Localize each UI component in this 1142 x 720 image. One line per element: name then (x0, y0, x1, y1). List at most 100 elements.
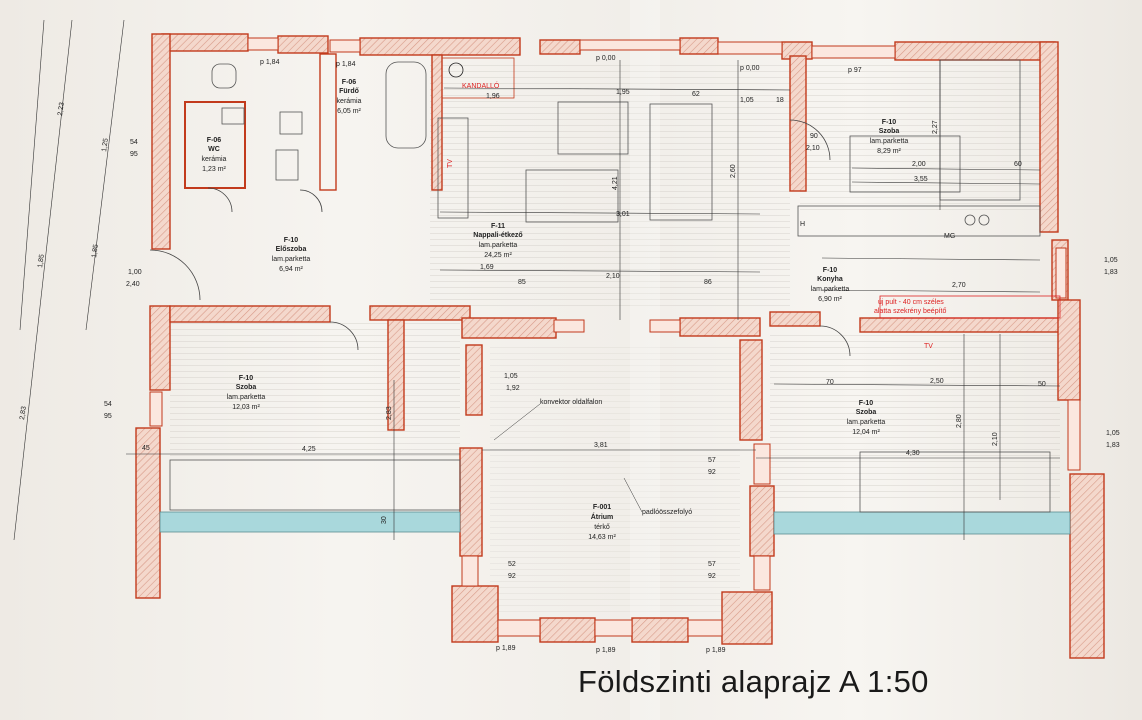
bed-area-w (169, 459, 461, 511)
svg-text:12,04 m²: 12,04 m² (852, 429, 880, 436)
room-label-szoba-e: F-10 Szoba lam.parketta 12,04 m² (847, 400, 886, 436)
svg-text:lam.parketta: lam.parketta (811, 286, 850, 293)
svg-text:p 0,00: p 0,00 (596, 55, 616, 62)
svg-text:2,10: 2,10 (806, 145, 820, 152)
fridge-label: H (800, 221, 805, 228)
convector-note: konvektor oldalfalon (540, 399, 602, 406)
svg-text:95: 95 (104, 413, 112, 420)
svg-text:1,05: 1,05 (740, 97, 754, 104)
svg-text:95: 95 (130, 151, 138, 158)
svg-text:2,60: 2,60 (730, 164, 737, 178)
svg-text:62: 62 (692, 91, 700, 98)
svg-text:1,95: 1,95 (616, 89, 630, 96)
svg-text:2,40: 2,40 (126, 281, 140, 288)
svg-text:4,21: 4,21 (612, 176, 619, 190)
svg-text:2,00: 2,00 (912, 161, 926, 168)
svg-text:1,69: 1,69 (480, 264, 494, 271)
fireplace-icon (441, 57, 515, 99)
wc-sink-icon (221, 107, 245, 125)
svg-text:92: 92 (508, 573, 516, 580)
svg-text:1,83: 1,83 (1104, 269, 1118, 276)
svg-text:Konyha: Konyha (817, 276, 843, 283)
svg-text:3,55: 3,55 (914, 176, 928, 183)
glass-strips (159, 511, 1071, 535)
svg-text:Átrium: Átrium (591, 512, 614, 521)
svg-text:1,85: 1,85 (91, 244, 100, 259)
svg-text:52: 52 (508, 561, 516, 568)
tv-label-living: TV (447, 159, 454, 168)
svg-text:2,10: 2,10 (606, 273, 620, 280)
svg-text:6,94 m²: 6,94 m² (279, 266, 303, 273)
room-label-wc: F-06 WC kerámia 1,23 m² (202, 137, 227, 173)
svg-text:2,83: 2,83 (386, 406, 393, 420)
svg-text:F-001: F-001 (593, 504, 611, 511)
svg-text:Fürdő: Fürdő (339, 88, 359, 95)
svg-text:1,05: 1,05 (1106, 430, 1120, 437)
room-label-szoba-w: F-10 Szoba lam.parketta 12,03 m² (227, 375, 266, 411)
svg-text:6,90 m²: 6,90 m² (818, 296, 842, 303)
svg-text:92: 92 (708, 573, 716, 580)
svg-text:p 1,84: p 1,84 (336, 61, 356, 68)
svg-text:2,80: 2,80 (956, 414, 963, 428)
fireplace-label: KANDALLÓ (462, 81, 500, 90)
svg-text:1,25: 1,25 (101, 138, 110, 153)
svg-text:1,92: 1,92 (506, 385, 520, 392)
annotations: KANDALLÓ TV TV H MG új pult - 40 cm szél… (447, 81, 955, 516)
svg-text:Nappali-étkező: Nappali-étkező (473, 232, 522, 239)
table-icon (557, 101, 629, 155)
room-label-szoba-ne: F-10 Szoba lam.parketta 8,29 m² (870, 119, 909, 155)
svg-text:p 0,00: p 0,00 (740, 65, 760, 72)
svg-text:F-11: F-11 (491, 223, 505, 230)
svg-text:54: 54 (104, 401, 112, 408)
svg-text:2,83: 2,83 (19, 406, 28, 421)
svg-text:57: 57 (708, 457, 716, 464)
svg-text:F-10: F-10 (859, 400, 874, 407)
shower-icon (275, 149, 299, 181)
svg-text:lam.parketta: lam.parketta (227, 394, 266, 401)
svg-text:8,29 m²: 8,29 m² (877, 148, 901, 155)
svg-text:57: 57 (708, 561, 716, 568)
svg-text:p 1,84: p 1,84 (260, 59, 280, 66)
svg-text:45: 45 (142, 445, 150, 452)
svg-text:3,01: 3,01 (616, 211, 630, 218)
svg-text:4,30: 4,30 (906, 450, 920, 457)
svg-text:F-10: F-10 (882, 119, 897, 126)
svg-text:85: 85 (518, 279, 526, 286)
svg-text:30: 30 (381, 516, 388, 524)
cabinet-icon (649, 103, 713, 221)
plan-caption: Földszinti alaprajz A 1:50 (578, 664, 929, 699)
svg-text:1,85: 1,85 (37, 254, 46, 269)
sink-icon (279, 111, 303, 135)
room-label-furdo: F-06 Fürdő kerámia 6,05 m² (337, 79, 362, 115)
svg-text:F-10: F-10 (823, 267, 838, 274)
kitchen-counter-icon (797, 205, 1041, 237)
svg-text:p 1,89: p 1,89 (496, 645, 516, 652)
windows (149, 37, 1081, 637)
dimension-labels: 4,25 3,81 4,30 3,01 2,83 4,21 2,60 2,27 … (19, 55, 1120, 654)
svg-text:6,05 m²: 6,05 m² (337, 108, 361, 115)
svg-text:2,10: 2,10 (992, 432, 999, 446)
svg-text:3,81: 3,81 (594, 442, 608, 449)
room-labels: F-06 WC kerámia 1,23 m² F-06 Fürdő kerám… (202, 79, 909, 541)
doors (149, 119, 851, 357)
svg-text:F-10: F-10 (284, 237, 299, 244)
svg-text:lam.parketta: lam.parketta (847, 419, 886, 426)
svg-text:14,63 m²: 14,63 m² (588, 534, 616, 541)
dishwasher-label: MG (944, 233, 955, 240)
counter-note-line1: új pult - 40 cm széles (878, 299, 944, 306)
svg-text:92: 92 (708, 469, 716, 476)
svg-text:lam.parketta: lam.parketta (870, 138, 909, 145)
sofa-icon (437, 117, 469, 219)
svg-text:1,96: 1,96 (486, 93, 500, 100)
svg-text:lam.parketta: lam.parketta (272, 256, 311, 263)
svg-text:kerámia: kerámia (202, 156, 227, 163)
svg-text:12,03 m²: 12,03 m² (232, 404, 260, 411)
svg-text:86: 86 (704, 279, 712, 286)
counter-note-line2: alatta szekrény beépítő (874, 308, 946, 315)
svg-text:p 97: p 97 (848, 67, 862, 74)
svg-text:18: 18 (776, 97, 784, 104)
toilet-icon (211, 63, 237, 89)
room-label-nappali: F-11 Nappali-étkező lam.parketta 24,25 m… (473, 223, 522, 259)
bed-icon (849, 135, 961, 193)
